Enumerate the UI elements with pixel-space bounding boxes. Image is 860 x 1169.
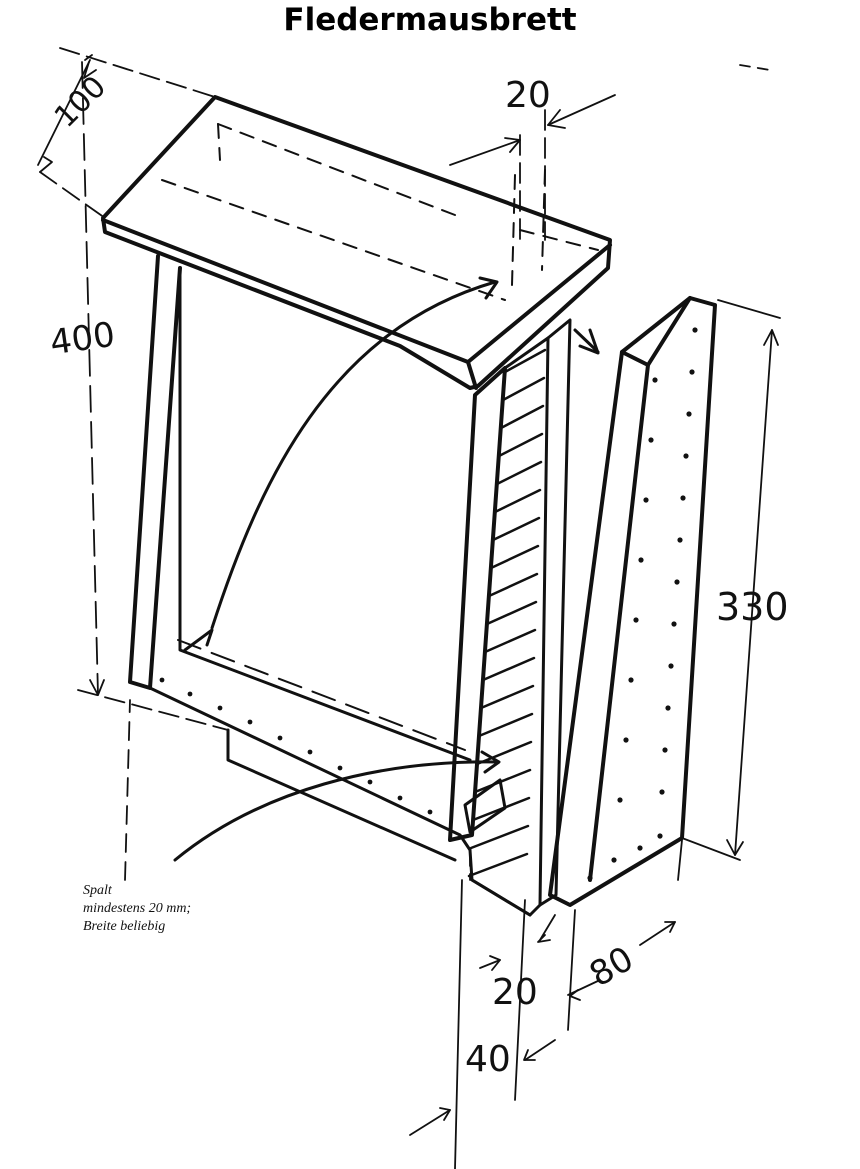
left-side-board — [128, 254, 182, 690]
curved-arrows — [173, 276, 600, 862]
dimension-label-400: 400 — [47, 314, 118, 364]
gap-note-line-1: Spalt — [83, 883, 112, 898]
diagram-title: Fledermausbrett — [283, 2, 577, 38]
dimension-label-20-top: 20 — [505, 75, 551, 116]
slot-lines — [467, 348, 547, 878]
front-panel — [548, 296, 717, 907]
gap-note-line-3: Breite beliebig — [83, 919, 166, 934]
dimension-label-20-bottom: 20 — [492, 972, 538, 1013]
back-panel — [148, 266, 472, 852]
roof-hidden-lines — [161, 123, 599, 301]
roof-board — [101, 95, 612, 390]
gap-note-line-2: mindestens 20 mm; — [83, 901, 192, 916]
gap-note: Spalt mindestens 20 mm; Breite beliebig — [83, 882, 263, 936]
front-side-board — [448, 366, 507, 842]
nail-dots — [159, 327, 698, 881]
dimension-label-330: 330 — [716, 585, 789, 629]
dimension-lines — [37, 47, 781, 1169]
dimension-label-40: 40 — [465, 1039, 511, 1080]
slotted-strip — [470, 318, 572, 917]
